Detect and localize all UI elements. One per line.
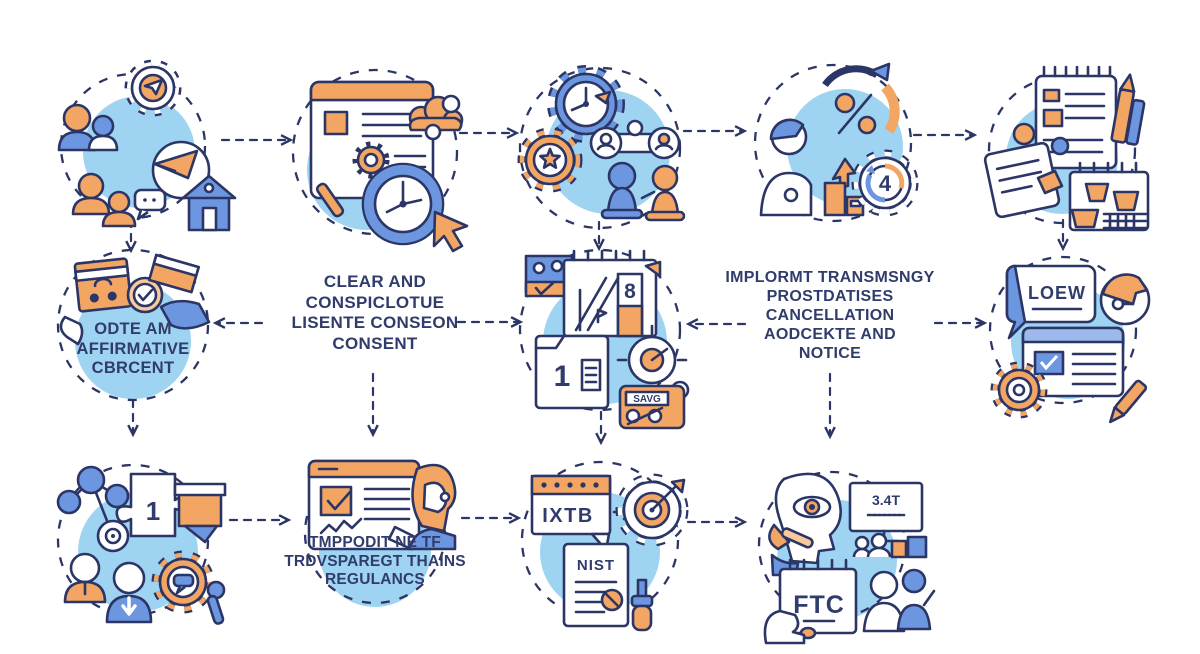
node-framework: 1 [33, 440, 233, 640]
calendar-day: 8 [624, 280, 636, 303]
wrench-icon [206, 580, 226, 625]
node-feedback: LOEW [963, 230, 1163, 430]
people-icon [57, 103, 119, 152]
molecule-icon [56, 465, 130, 553]
device-word: SAVG [633, 394, 661, 405]
house-icon [181, 174, 237, 232]
label-line: ODTE AM [94, 320, 172, 338]
target-gear-icon [615, 473, 689, 547]
wrapped-parcel-icon [147, 253, 200, 294]
text-block-transparency: IMPLORMT TRANSMSNGY PROSTDATISES CANCELL… [695, 268, 965, 363]
gear-icon [990, 361, 1048, 419]
checklist-window-icon [307, 459, 421, 551]
label-tag-icon: IXTB [530, 474, 633, 552]
person-icon [387, 463, 457, 551]
cloud-icon [408, 94, 464, 141]
label-line: CANCELLATION [765, 307, 895, 324]
node-step3 [500, 48, 700, 248]
node-label-affirmative: ODTE AM AFFIRMATIVE CBRCENT [33, 320, 233, 379]
cloth-icon [159, 299, 211, 330]
head-icon [1012, 122, 1036, 146]
label-line: NOTICE [798, 345, 862, 362]
gauge-icon [616, 324, 688, 396]
label-line: CLEAR AND [323, 272, 427, 291]
node-affirmative-consent: ODTE AM AFFIRMATIVE CBRCENT [33, 225, 233, 425]
node-transparency-rules: TMPPODIT NE TF TRDVSPAREGT THAINS REGULA… [275, 433, 475, 633]
sleeve-icon [1036, 169, 1064, 195]
folder-number: 1 [554, 360, 571, 393]
gear-number: 4 [879, 171, 892, 196]
notepad-pencil-icon [1034, 65, 1146, 170]
percent-cycle-icon [822, 62, 900, 135]
label-line: TRDVSPAREGT THAINS [284, 552, 466, 570]
node-step5 [962, 50, 1162, 250]
bar-growth-icon [823, 157, 865, 217]
label-line: CBRCENT [91, 359, 175, 377]
person-orange-icon [63, 552, 107, 604]
gear-globe-icon [124, 59, 182, 117]
text-block-clear-consent: CLEAR AND CONSPICLOTUE LISENTE CONSEON C… [250, 272, 500, 354]
message-bubble-icon: LOEW [1005, 264, 1097, 340]
package-icon [73, 257, 133, 313]
clock-icon [361, 162, 445, 246]
monitor-value: 3.4T [872, 492, 900, 508]
gear-chat-icon [151, 550, 215, 614]
calendar-icon: 8 [562, 249, 662, 338]
label-line: REGULANCS [325, 571, 425, 588]
pencil-icon [1108, 379, 1148, 424]
two-people-icon [862, 568, 936, 633]
person-head-icon [1099, 273, 1151, 326]
puzzle-number: 1 [146, 496, 160, 526]
audience-icon [71, 172, 137, 228]
label-line: CONSPICLOTUE [305, 292, 445, 312]
person-download-icon [105, 561, 153, 624]
node-step1 [33, 46, 237, 246]
watchful-head-icon [768, 472, 842, 577]
label-line: PROSTDATISES [766, 288, 894, 305]
balance-scale-icon [589, 119, 681, 160]
percent-device-icon: SAVG [618, 380, 690, 430]
node-ftc-oversight: 3.4T FTC [732, 445, 936, 645]
label-line: AFFIRMATIVE [76, 339, 190, 358]
star-gear-icon [517, 127, 583, 193]
monitor-icon: 3.4T [848, 481, 928, 559]
cycle-gear-icon: 4 [851, 149, 919, 217]
label-line: TMPPODIT NE TF [309, 534, 441, 551]
folder-one-icon: 1 [534, 334, 610, 410]
cursor-icon [432, 210, 469, 253]
tag-word: IXTB [542, 505, 594, 527]
bubble-word: LOEW [1028, 283, 1086, 303]
clock-gear-icon [547, 65, 625, 143]
check-badge-icon [126, 276, 164, 314]
doc-word: NIST [577, 557, 615, 574]
label-line: CONSENT [332, 333, 418, 353]
node-standards: IXTB NIST [500, 440, 700, 640]
globe-envelope-icon [151, 140, 211, 200]
browser-form-icon [1021, 326, 1125, 398]
speech-bubble-icon [133, 188, 167, 221]
person-icon [759, 118, 813, 217]
node-step2 [275, 52, 475, 253]
ftc-calendar-icon: FTC [763, 558, 858, 645]
label-line: AODCEKTE AND [764, 326, 896, 343]
two-people-icon [600, 161, 686, 222]
node-label-rules: TMPPODIT NE TF TRDVSPAREGT THAINS REGULA… [275, 534, 475, 590]
node-step4: 4 [733, 43, 933, 243]
label-line: LISENTE CONSEON [291, 313, 459, 332]
label-line: IMPLORMT TRANSMSNGY [725, 269, 935, 286]
box-icon [173, 482, 227, 544]
hand-icon [59, 315, 84, 346]
calendar-word: FTC [793, 591, 845, 619]
calendar-pots-icon [1068, 161, 1150, 232]
node-schedule-savings: 8 1 SAVG [500, 230, 700, 430]
dot-icon [1050, 136, 1070, 156]
nist-document-icon: NIST [562, 542, 654, 632]
